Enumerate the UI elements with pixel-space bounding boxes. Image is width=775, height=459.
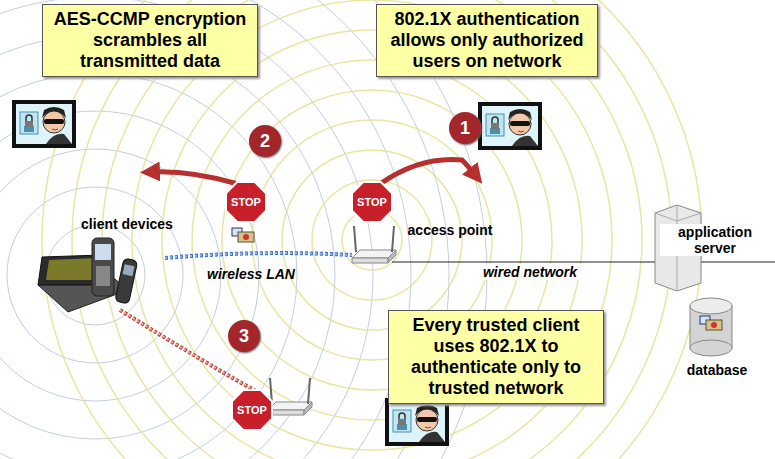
part-label: wired network <box>470 264 590 280</box>
callout-number: 2 <box>249 125 281 157</box>
callout-box: 802.1X authentication allows only author… <box>376 4 598 77</box>
callout-text: 802.1X authentication allows only author… <box>383 9 591 72</box>
callout-number: 2 <box>260 131 270 152</box>
part-label: wireless LAN <box>196 266 306 282</box>
stop-text: STOP <box>237 404 267 416</box>
callout-number: 3 <box>228 320 260 352</box>
stop-octagon <box>352 182 392 222</box>
stop-octagon <box>232 390 272 430</box>
callout-box: Every trusted client uses 802.1X to auth… <box>388 310 604 404</box>
part-label: access point <box>400 222 500 238</box>
stop-text: STOP <box>357 196 387 208</box>
part-label: application server <box>660 224 770 256</box>
callout-text: AES-CCMP encryption scrambles all transm… <box>49 9 251 72</box>
stop-sign: STOP <box>231 389 273 431</box>
callout-number: 1 <box>449 112 481 144</box>
callout-number: 3 <box>239 326 249 347</box>
callout-box: AES-CCMP encryption scrambles all transm… <box>42 4 258 77</box>
part-label: client devices <box>72 216 182 232</box>
stop-octagon <box>226 182 266 222</box>
callout-text: Every trusted client uses 802.1X to auth… <box>395 315 597 399</box>
part-label: database <box>662 362 772 378</box>
stop-text: STOP <box>231 196 261 208</box>
stop-sign: STOP <box>351 181 393 223</box>
callout-number: 1 <box>460 118 470 139</box>
stop-sign: STOP <box>225 181 267 223</box>
